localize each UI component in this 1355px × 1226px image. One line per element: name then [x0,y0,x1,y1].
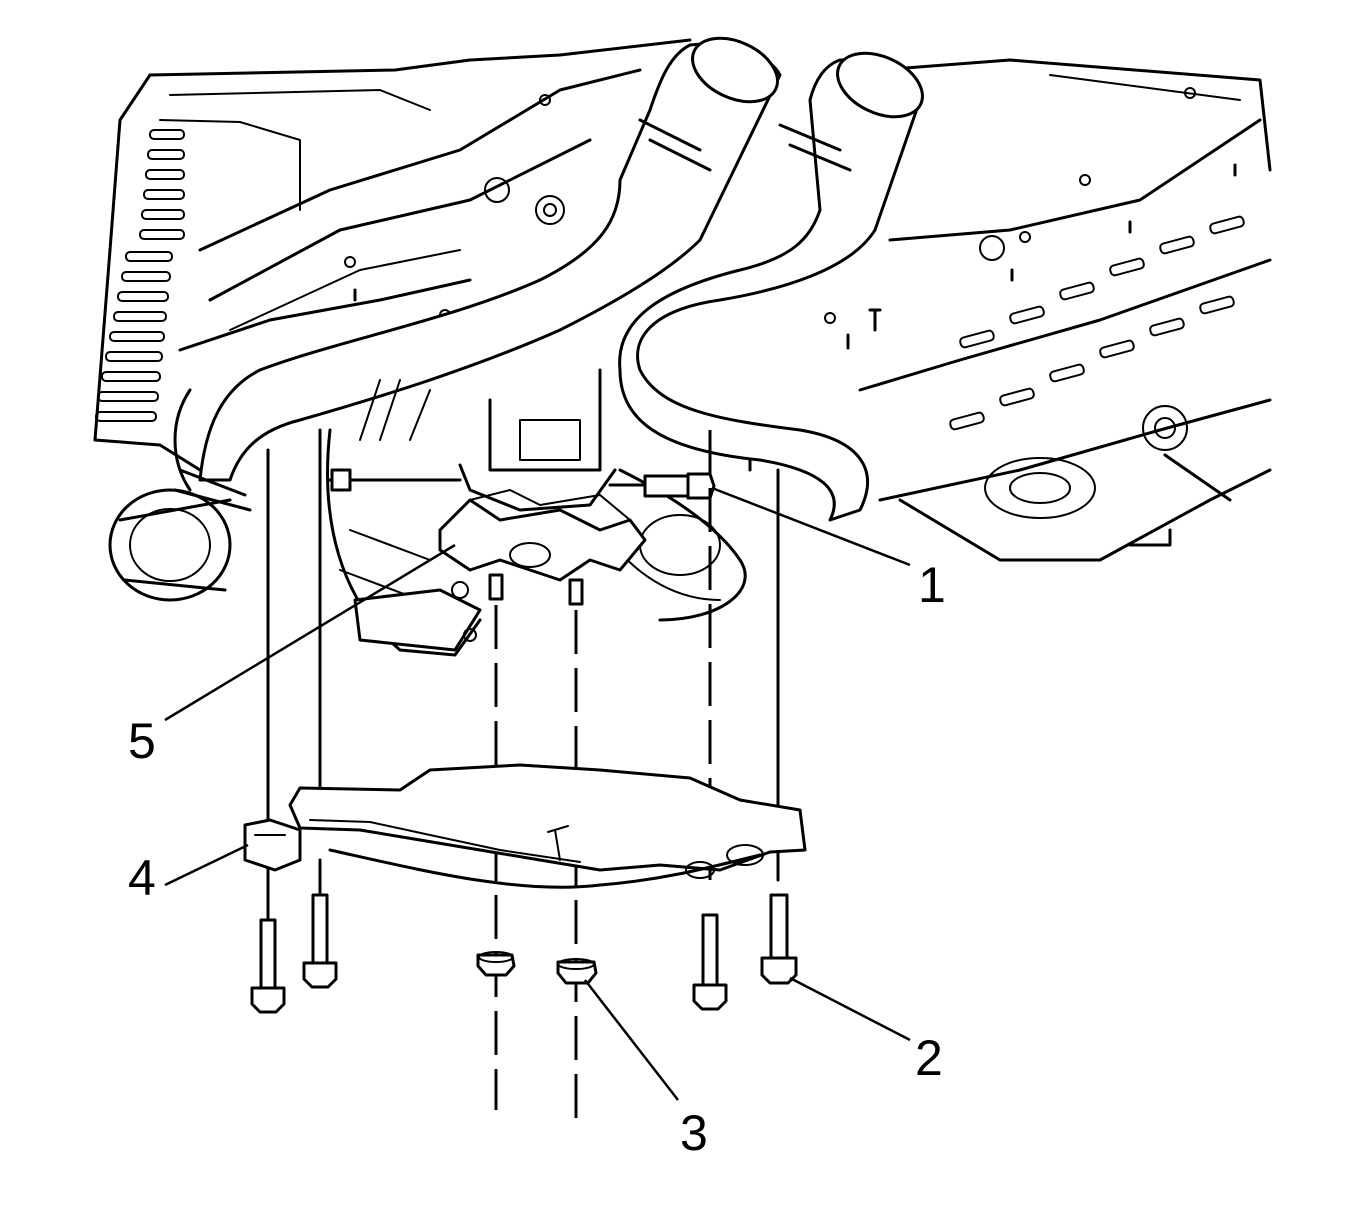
leader-line-3 [584,979,679,1101]
leader-line-4 [164,843,249,887]
callout-1: 1 [918,557,946,613]
callout-3: 3 [680,1105,708,1161]
transmission-support [243,763,807,889]
callout-leaders [164,486,911,1101]
callout-labels: 1 2 3 4 5 [128,557,946,1161]
transmission-mount [438,463,647,582]
crossmember-bolts-2 [250,893,798,1014]
leader-line-5 [164,543,456,722]
leader-line-1 [711,486,911,567]
alignment-lines [266,428,780,1120]
mount-studs [488,573,584,606]
callout-2: 2 [915,1030,943,1086]
callout-5: 5 [128,713,156,769]
underbody-floor-pan [93,38,1272,562]
mount-through-bolt-1 [328,468,716,500]
callout-4: 4 [128,850,156,906]
transmission-housing [326,368,747,657]
leader-line-2 [789,976,911,1042]
exhaust-pipes [108,36,924,602]
left-vent-slots [95,129,185,422]
right-vent-slots [949,215,1245,431]
